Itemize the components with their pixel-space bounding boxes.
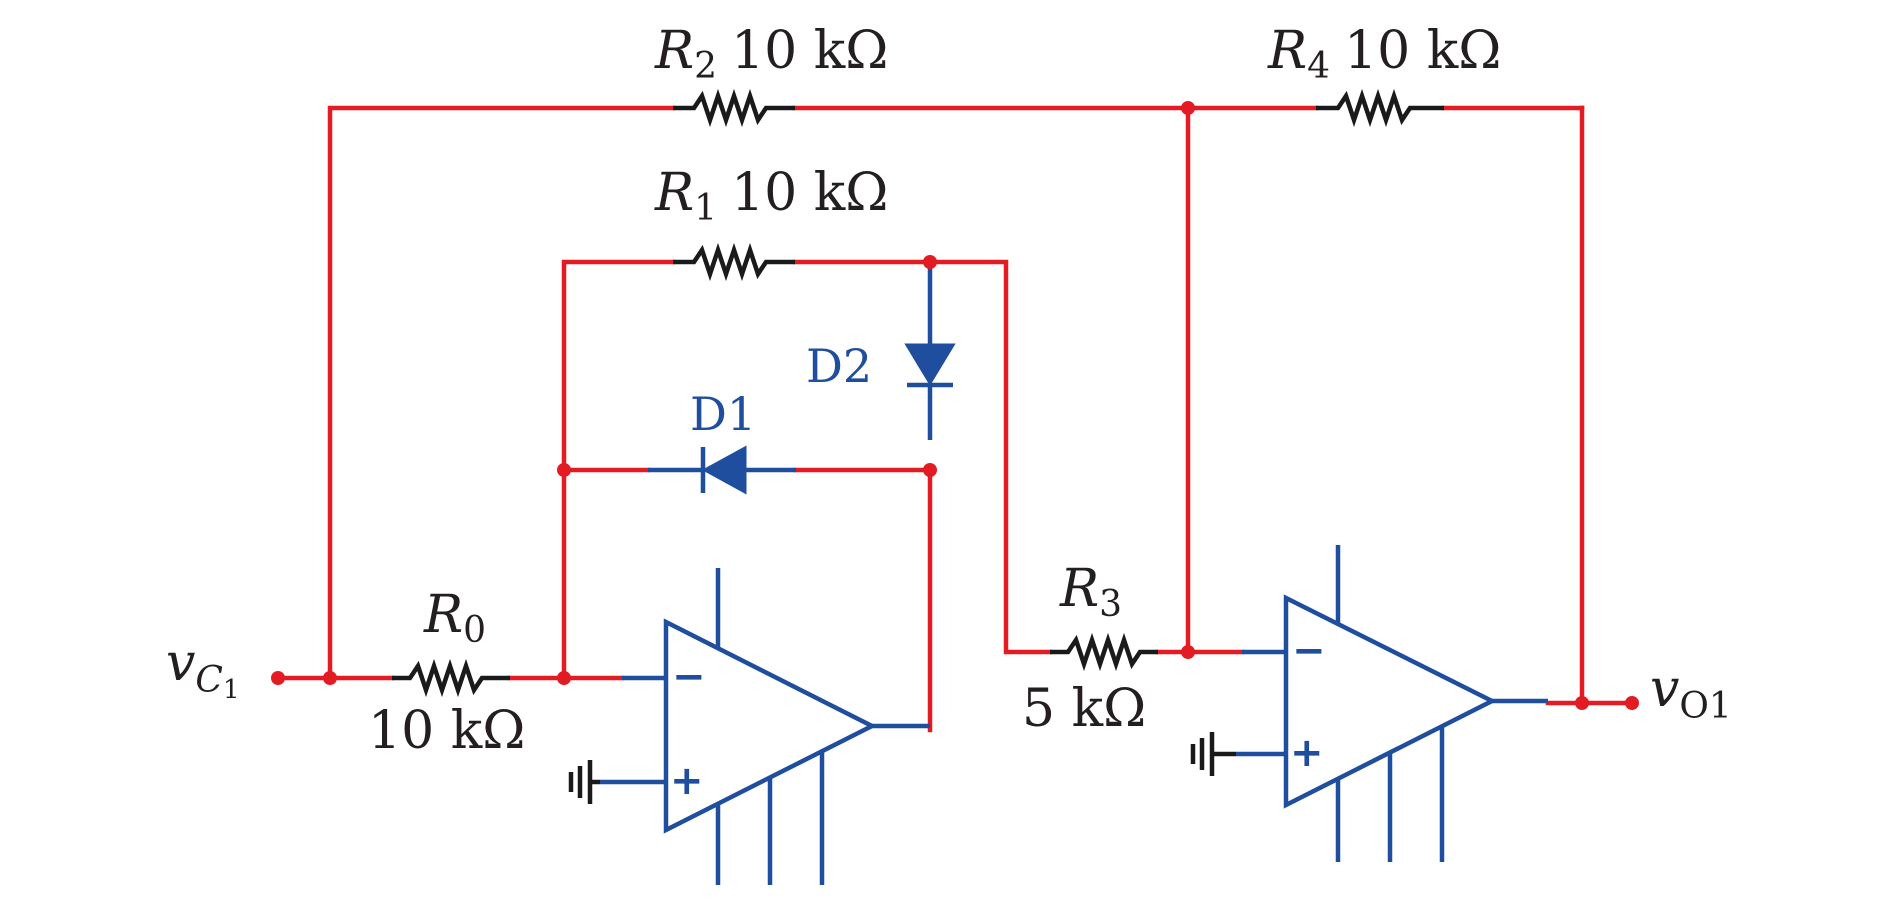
junction-opamp2-minus	[1181, 645, 1195, 659]
junction-r2-input	[323, 671, 337, 685]
wire-r1-right	[792, 259, 1053, 655]
wires	[275, 105, 1635, 733]
terminal-output-dot	[1625, 696, 1639, 710]
r2-label: R2 10 kΩ	[654, 21, 888, 87]
r3-value: 5 kΩ	[1022, 679, 1146, 739]
input-subsubscript: 1	[223, 675, 240, 705]
r0-subscript: 0	[463, 610, 486, 651]
r1-value: 10 kΩ	[731, 163, 888, 223]
junction-d1-right	[923, 463, 937, 477]
diode-d1-triangle	[701, 445, 747, 495]
r3-symbol: R	[1059, 559, 1099, 619]
r2-symbol: R	[654, 21, 694, 81]
output-label: vO1	[1650, 659, 1732, 727]
r0-value: 10 kΩ	[368, 701, 525, 761]
r1-symbol: R	[654, 163, 694, 223]
r2-subscript: 2	[694, 46, 717, 87]
r0-label: R0	[423, 585, 486, 651]
junction-output	[1575, 696, 1589, 710]
input-label: vC1	[166, 633, 239, 705]
r2-value: 10 kΩ	[731, 21, 888, 81]
r3-subscript: 3	[1099, 584, 1122, 625]
junction-d1-left	[557, 463, 571, 477]
output-subscript: O1	[1679, 686, 1731, 727]
junctions	[271, 101, 1639, 710]
resistor-r1	[673, 242, 795, 282]
wire-r1-left	[561, 259, 676, 681]
terminal-input-dot	[271, 671, 285, 685]
r1-subscript: 1	[694, 188, 717, 229]
r0-symbol: R	[423, 585, 463, 645]
wire-r2-left	[327, 105, 676, 681]
r4-subscript: 4	[1307, 46, 1330, 87]
opamp-2-minus-sign: −	[1292, 628, 1326, 674]
resistor-r0	[392, 658, 510, 698]
opamp-2-plus-sign: +	[1290, 730, 1324, 776]
r4-value: 10 kΩ	[1344, 21, 1501, 81]
input-subscript: C	[195, 660, 223, 701]
output-symbol: v	[1650, 659, 1679, 719]
r4-label: R4 10 kΩ	[1267, 21, 1501, 87]
junction-d2-top	[923, 255, 937, 269]
resistor-r3	[1050, 632, 1158, 672]
r4-symbol: R	[1267, 21, 1307, 81]
diode-d1	[648, 445, 796, 495]
resistors	[392, 88, 1444, 698]
opamp-1-minus-sign: −	[672, 654, 706, 700]
d1-label: D1	[690, 387, 756, 441]
resistor-r4	[1316, 88, 1444, 128]
r1-label: R1 10 kΩ	[654, 163, 888, 229]
diode-d2	[904, 262, 956, 440]
junction-r2-r4	[1181, 101, 1195, 115]
opamp-2: − +	[1190, 545, 1548, 862]
r3-label: R3	[1059, 559, 1122, 625]
d2-label: D2	[806, 339, 872, 393]
junction-r1-input	[557, 671, 571, 685]
input-symbol: v	[166, 633, 195, 693]
opamp-1-plus-sign: +	[670, 758, 704, 804]
opamp-1: − +	[568, 568, 930, 885]
resistor-r2	[673, 88, 795, 128]
diode-d2-triangle	[904, 343, 956, 386]
